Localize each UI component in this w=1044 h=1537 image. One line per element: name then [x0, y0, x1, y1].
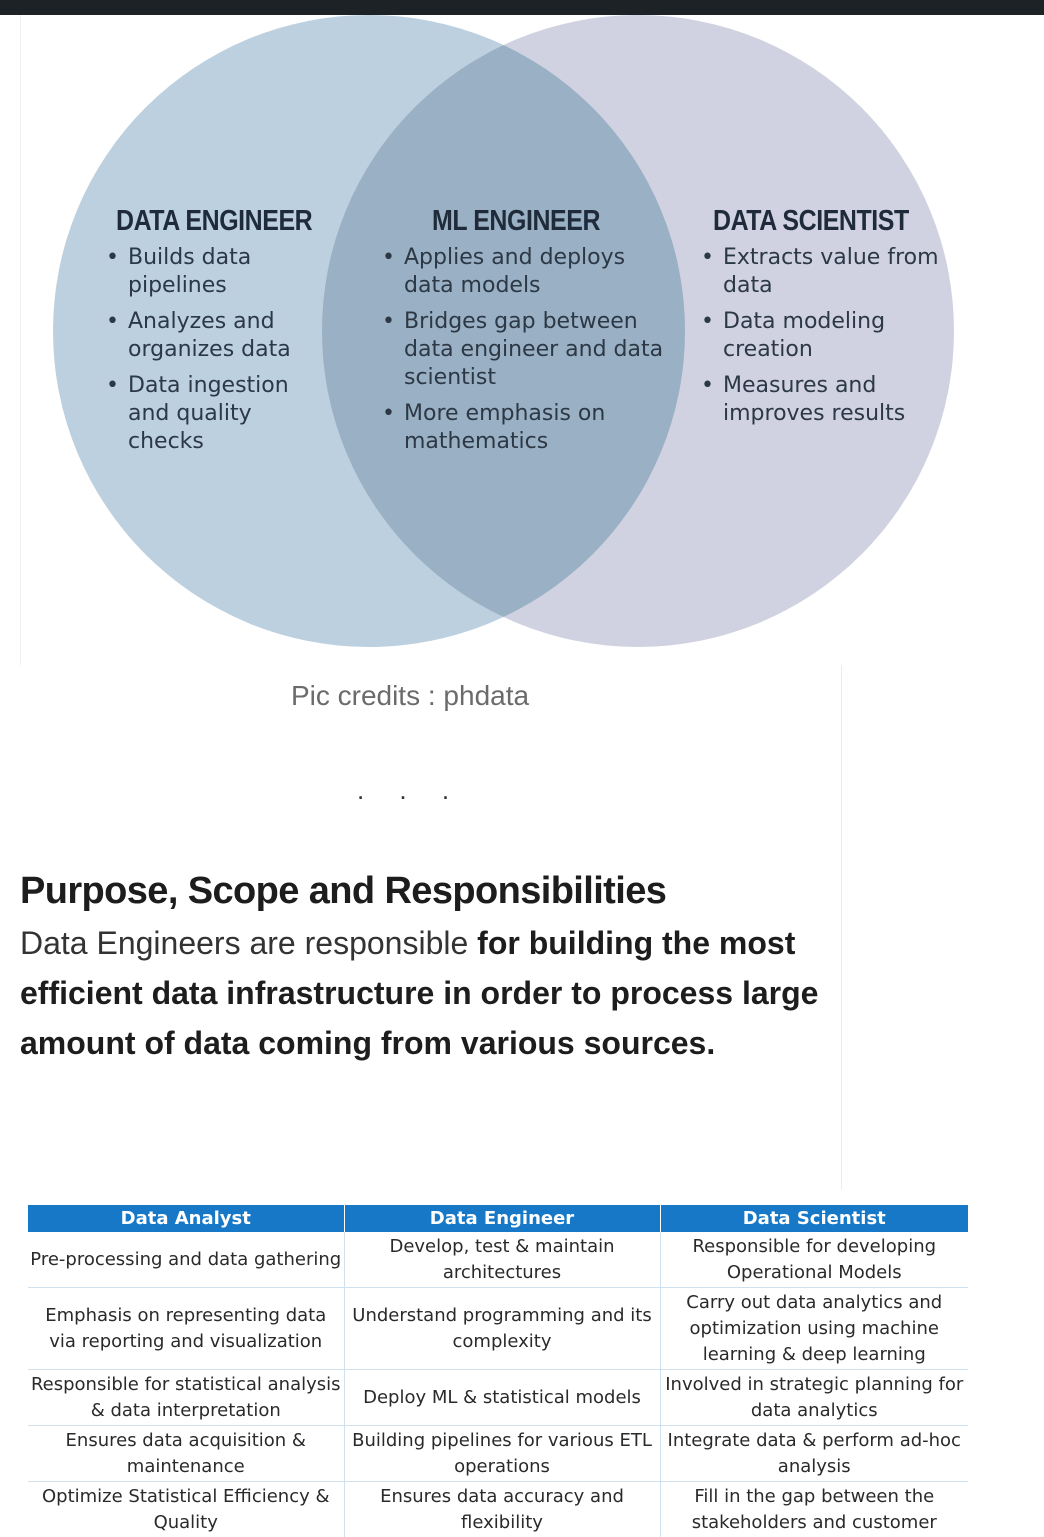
table-cell: Involved in strategic planning for data … [660, 1370, 968, 1426]
data-engineer-item: Data ingestion and quality checks [104, 372, 334, 456]
table-cell: Understand programming and its complexit… [344, 1288, 660, 1370]
table-header-row: Data Analyst Data Engineer Data Scientis… [28, 1205, 968, 1232]
table-row: Pre-processing and data gathering Develo… [28, 1232, 968, 1288]
data-engineer-section: DATA ENGINEER Builds data pipelines Anal… [104, 205, 334, 464]
table-cell: Develop, test & maintain architectures [344, 1232, 660, 1288]
paragraph-text: Data Engineers are responsible [20, 925, 477, 961]
table-cell: Pre-processing and data gathering [28, 1232, 344, 1288]
table-cell: Deploy ML & statistical models [344, 1370, 660, 1426]
column-edge-divider [841, 665, 842, 1190]
ml-engineer-item: More emphasis on mathematics [380, 400, 670, 456]
table-row: Emphasis on representing data via report… [28, 1288, 968, 1370]
column-header-data-engineer: Data Engineer [344, 1205, 660, 1232]
table-cell: Emphasis on representing data via report… [28, 1288, 344, 1370]
section-heading: Purpose, Scope and Responsibilities [20, 870, 666, 913]
table-cell: Responsible for developing Operational M… [660, 1232, 968, 1288]
data-scientist-title: DATA SCIENTIST [713, 205, 907, 238]
section-paragraph: Data Engineers are responsible for build… [20, 918, 820, 1068]
table-cell: Carry out data analytics and optimizatio… [660, 1288, 968, 1370]
table-cell: Ensures data acquisition & maintenance [28, 1426, 344, 1482]
top-status-bar [0, 0, 1044, 15]
table-cell: Building pipelines for various ETL opera… [344, 1426, 660, 1482]
ml-engineer-item: Bridges gap between data engineer and da… [380, 308, 670, 392]
data-engineer-item: Builds data pipelines [104, 244, 334, 300]
column-header-data-analyst: Data Analyst [28, 1205, 344, 1232]
ml-engineer-section: ML ENGINEER Applies and deploys data mod… [380, 205, 670, 464]
table-row: Responsible for statistical analysis & d… [28, 1370, 968, 1426]
table-cell: Integrate data & perform ad-hoc analysis [660, 1426, 968, 1482]
data-engineer-item: Analyzes and organizes data [104, 308, 334, 364]
data-scientist-section: DATA SCIENTIST Extracts value from data … [699, 205, 939, 436]
ml-engineer-title: ML ENGINEER [432, 205, 637, 238]
data-scientist-item: Data modeling creation [699, 308, 939, 364]
table-cell: Fill in the gap between the stakeholders… [660, 1482, 968, 1537]
ml-engineer-item: Applies and deploys data models [380, 244, 670, 300]
data-engineer-title: DATA ENGINEER [116, 205, 303, 238]
venn-diagram: DATA ENGINEER Builds data pipelines Anal… [0, 15, 1044, 665]
table-cell: Responsible for statistical analysis & d… [28, 1370, 344, 1426]
data-scientist-item: Measures and improves results [699, 372, 939, 428]
roles-comparison-table: Data Analyst Data Engineer Data Scientis… [28, 1205, 968, 1537]
column-header-data-scientist: Data Scientist [660, 1205, 968, 1232]
section-separator: . . . [0, 775, 820, 806]
image-edge-divider [20, 15, 21, 665]
table-cell: Ensures data accuracy and flexibility [344, 1482, 660, 1537]
table-row: Ensures data acquisition & maintenance B… [28, 1426, 968, 1482]
data-scientist-item: Extracts value from data [699, 244, 939, 300]
table-cell: Optimize Statistical Efficiency & Qualit… [28, 1482, 344, 1537]
table-row: Optimize Statistical Efficiency & Qualit… [28, 1482, 968, 1537]
image-caption: Pic credits : phdata [0, 680, 820, 712]
